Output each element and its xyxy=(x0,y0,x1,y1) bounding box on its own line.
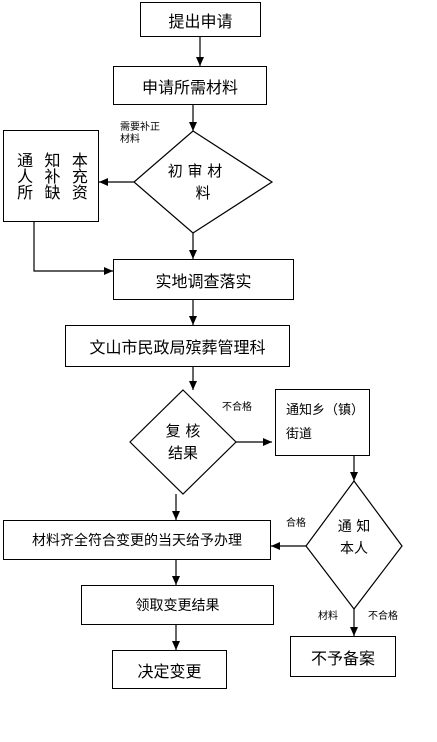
initial-review-diamond xyxy=(133,130,274,234)
recheck-text: 复 核 结果 xyxy=(148,420,218,464)
notify-person-diamond xyxy=(305,479,403,610)
notify-person-line2: 本人 xyxy=(340,541,368,557)
need-supplement-line1: 需要补正 xyxy=(120,122,160,133)
submit-application-box: 提出申请 xyxy=(140,2,261,37)
notify-street-box: 通知乡（镇） 街道 xyxy=(275,389,370,456)
fail-label-1: 不合格 xyxy=(222,402,252,413)
decide-change-box: 决定变更 xyxy=(112,650,227,689)
recheck-line2: 结果 xyxy=(167,444,198,462)
notify-street-line1: 通知乡（镇） xyxy=(286,402,365,418)
arrow-notify-to-onsite xyxy=(33,222,113,275)
notify-supplement-col1: 通人所 xyxy=(14,152,34,200)
materials-small-label: 材料 xyxy=(318,611,338,622)
notify-street-line2: 街道 xyxy=(286,426,313,442)
need-supplement-label: 需要补正 材料 xyxy=(110,122,170,146)
notify-supplement-col2: 知补缺 xyxy=(41,152,61,200)
notify-person-line1: 通 知 xyxy=(337,519,371,535)
onsite-investigation-box: 实地调查落实 xyxy=(113,259,294,300)
recheck-line1: 复 核 xyxy=(165,422,201,440)
need-supplement-line2: 材料 xyxy=(120,134,140,145)
receive-result-box: 领取变更结果 xyxy=(81,585,274,625)
bureau-box: 文山市民政局殡葬管理科 xyxy=(65,325,290,367)
initial-review-line1: 初 审 材 xyxy=(167,162,223,180)
notify-supplement-col3: 本充资 xyxy=(68,152,88,200)
initial-review-line2: 料 xyxy=(195,184,211,202)
fail-label-2: 不合格 xyxy=(368,611,398,622)
same-day-processing-box: 材料齐全符合变更的当天给予办理 xyxy=(3,520,271,560)
no-record-box: 不予备案 xyxy=(290,636,396,677)
recheck-diamond xyxy=(129,389,237,495)
notify-supplement-box: 通人所 知补缺 本充资 xyxy=(3,130,99,222)
required-materials-box: 申请所需材料 xyxy=(113,66,267,105)
pass-label: 合格 xyxy=(286,518,306,529)
notify-person-text: 通 知 本人 xyxy=(324,516,384,560)
initial-review-text: 初 审 材 料 xyxy=(150,160,240,204)
